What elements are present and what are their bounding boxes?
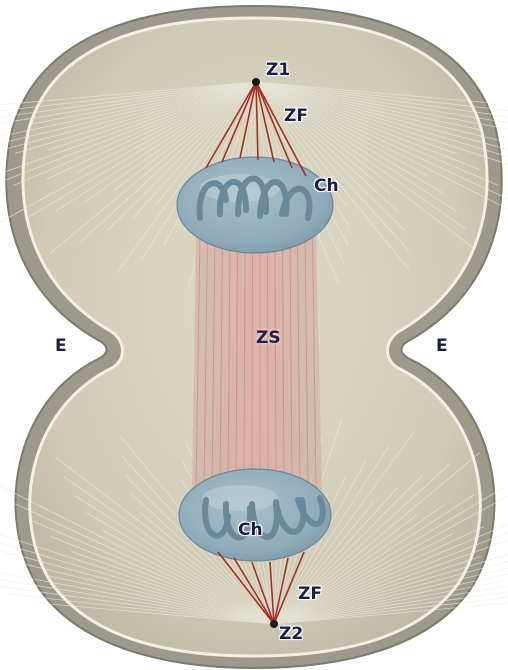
spindle-fibers [192,232,322,490]
label-zs: ZS [256,330,281,347]
chromosome-group-top [177,157,333,253]
chromosome-group-bottom [179,469,331,561]
label-zf-bottom: ZF [298,586,322,603]
label-zf-top: ZF [284,108,308,125]
label-ch-top: Ch [314,178,339,195]
centrosome-top-dot [252,78,260,86]
label-ch-bottom: Ch [238,522,263,539]
label-z1: Z1 [266,62,290,79]
label-z2: Z2 [279,626,303,643]
label-e-left: E [55,338,67,355]
centrosome-bottom-dot [270,620,278,628]
label-e-right: E [436,338,448,355]
